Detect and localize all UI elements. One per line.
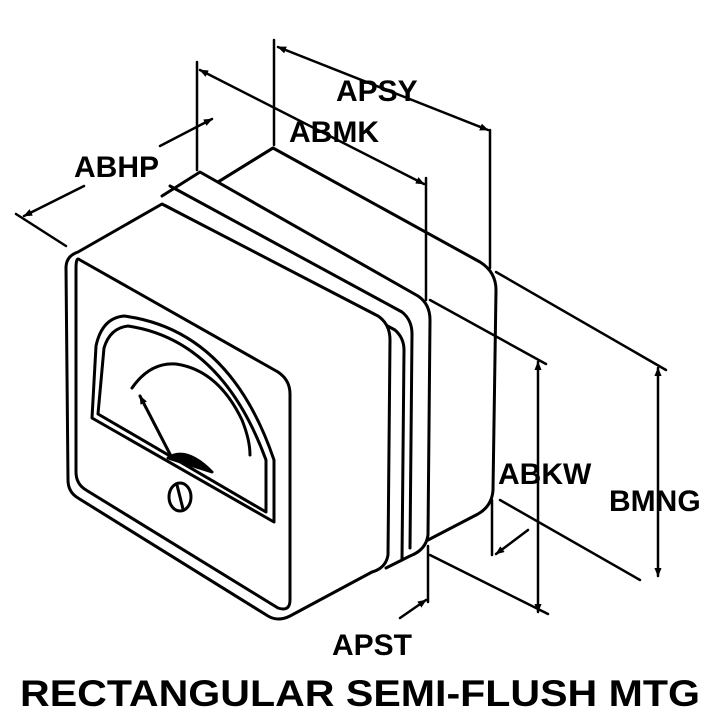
extension-lines (14, 38, 668, 616)
diagram-caption: RECTANGULAR SEMI-FLUSH MTG (20, 673, 700, 714)
dim-line-apst-right (494, 528, 530, 556)
label-abkw: ABKW (498, 458, 592, 491)
zero-adjust-screw-icon (167, 481, 193, 513)
label-abmk: ABMK (289, 116, 379, 149)
dim-line-abhp-left (22, 184, 86, 218)
label-apsy: APSY (336, 75, 418, 108)
dim-line-apst-left (398, 598, 428, 620)
dial-window (90, 314, 276, 524)
label-bmng: BMNG (609, 485, 701, 518)
front-bezel (64, 202, 392, 621)
label-abhp: ABHP (74, 151, 159, 184)
needle-pivot (166, 452, 214, 474)
dimension-lines (22, 45, 662, 620)
dim-line-abhp-right (158, 117, 214, 148)
label-apst: APST (332, 629, 412, 662)
dim-line-abmk (198, 68, 426, 186)
needle (138, 394, 174, 460)
scale-arc (130, 362, 252, 457)
